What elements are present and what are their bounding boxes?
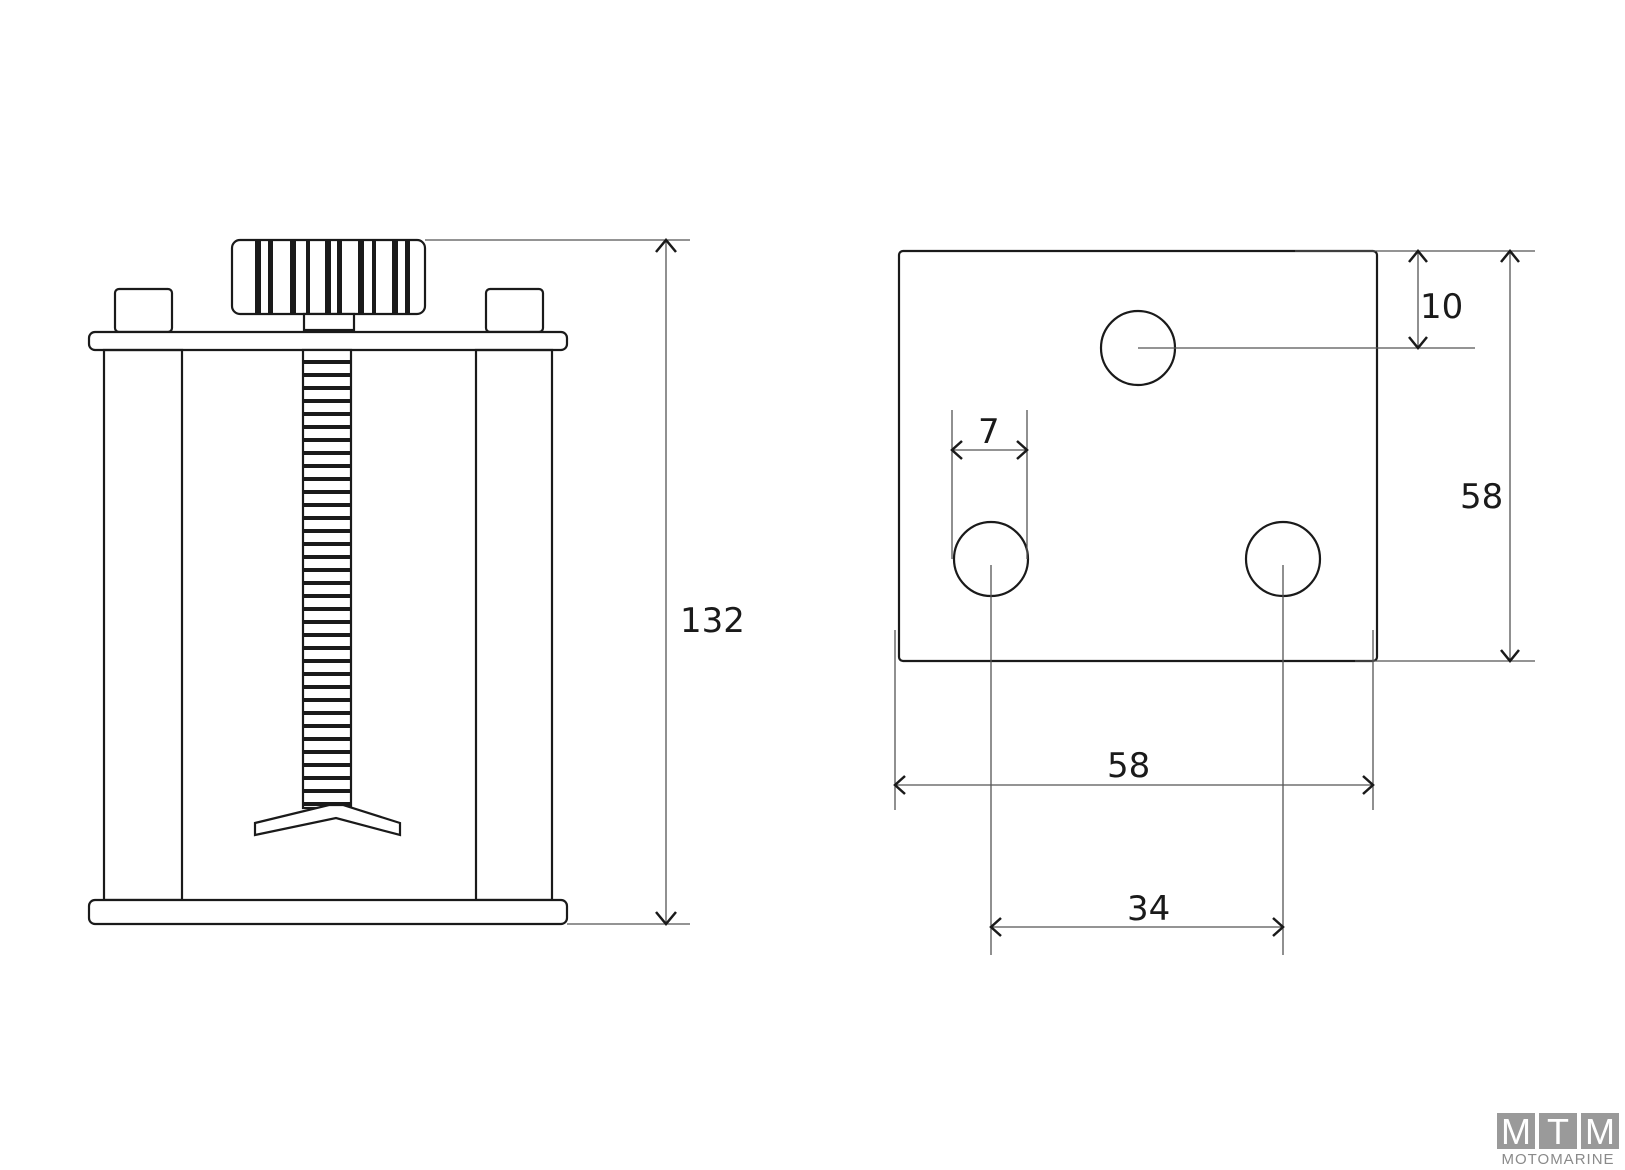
logo-box-3	[1581, 1113, 1619, 1149]
threaded-rod	[301, 348, 353, 810]
hole-spacing-label: 34	[1127, 889, 1170, 929]
knurled-knob	[230, 238, 427, 316]
top-post-left	[113, 287, 174, 334]
logo-subtitle: MOTOMARINE	[1501, 1151, 1614, 1168]
mounting-plate	[897, 249, 1379, 663]
plate-width-label: 58	[1107, 746, 1150, 786]
clamp-height-dimension	[425, 238, 690, 926]
mtm-logo: M T M MOTOMARINE	[1497, 1111, 1619, 1168]
left-bar-outer	[102, 348, 184, 902]
top-post-right	[484, 287, 545, 334]
logo-letter-2: T	[1547, 1111, 1569, 1152]
plate-front-view	[897, 249, 1379, 663]
right-bar-outer	[474, 348, 554, 902]
plate-dimension-lines	[893, 249, 1535, 955]
clamp-side-view	[87, 238, 569, 926]
logo-box-1	[1497, 1113, 1535, 1149]
logo-box-2	[1539, 1113, 1577, 1149]
logo-letter-1: M	[1501, 1111, 1531, 1152]
bottom-plate	[87, 898, 569, 926]
pressure-foot	[253, 803, 402, 837]
top-plate	[87, 330, 569, 352]
knob-neck	[302, 312, 356, 332]
clamp-height-label: 132	[680, 601, 745, 641]
hole-diameter-label: 7	[978, 412, 1000, 452]
logo-letter-3: M	[1585, 1111, 1615, 1152]
plate-hole-offset-label: 10	[1420, 287, 1463, 327]
plate-height-label: 58	[1460, 477, 1503, 517]
